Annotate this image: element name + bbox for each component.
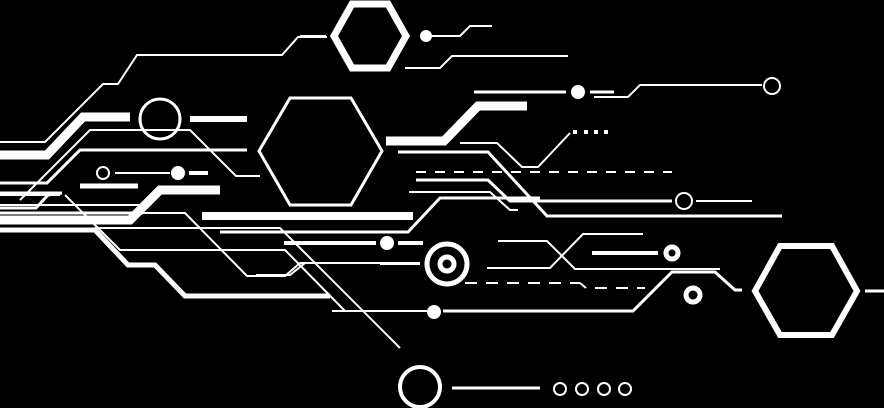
target-dotted-icon <box>683 285 703 305</box>
dot-mid-icon <box>380 236 394 250</box>
hexagon-top-icon <box>329 0 411 72</box>
ring-dot-icon <box>597 382 611 396</box>
ring-left-icon <box>138 97 182 141</box>
tick-dot-icon <box>573 130 577 134</box>
dot-lower-icon <box>427 305 441 319</box>
target-inner-icon <box>437 254 457 274</box>
dot-top-icon <box>420 30 432 42</box>
tick-dot-icon <box>604 130 608 134</box>
target-small-icon <box>663 244 681 262</box>
ring-top-right-icon <box>763 77 781 95</box>
hexagon-center-icon <box>257 96 384 207</box>
target-outer-icon <box>424 241 470 287</box>
ring-small-icon <box>96 166 110 180</box>
dot-left-icon <box>171 166 185 180</box>
dot-right-icon <box>571 85 585 99</box>
tick-dot-icon <box>584 130 588 134</box>
tick-dot-icon <box>594 130 598 134</box>
ring-dot-icon <box>618 382 632 396</box>
ring-bottom-icon <box>398 365 442 408</box>
ring-mid-right-icon <box>675 192 693 210</box>
ring-dot-icon <box>575 382 589 396</box>
hexagon-right-icon <box>751 243 861 338</box>
ring-dot-icon <box>553 382 567 396</box>
